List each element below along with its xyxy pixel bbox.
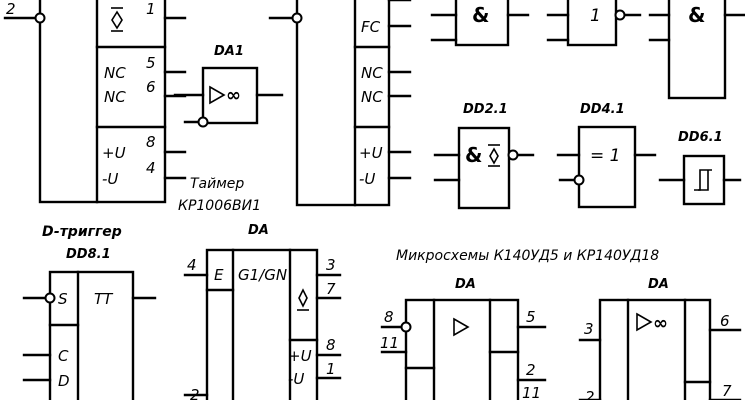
infinity-icon: ∞: [226, 85, 241, 106]
dd6-title: DD6.1: [678, 130, 723, 145]
da-middle-label-plus: +U: [288, 347, 312, 365]
timer-caption-line1: Таймер: [190, 176, 244, 192]
top-left-pin-8: 8: [146, 133, 156, 151]
top-left-pin-1: 1: [146, 0, 156, 18]
da-middle-label-g: G1/GN: [238, 266, 287, 284]
top-middle-label-fc: FC: [361, 18, 381, 36]
da-middle-label-minus: -U: [288, 370, 304, 388]
top-left-pin-2: 2: [6, 0, 16, 18]
dd6-gate: DD6.1: [658, 130, 742, 206]
da-right1-pin-11: 11: [380, 334, 399, 352]
top-left-pin-5: 5: [146, 54, 156, 72]
d-trigger-label-d: D: [58, 372, 70, 390]
top-middle-label-nc-1: NC: [361, 64, 383, 82]
gate-not: 1: [546, 0, 642, 47]
da-right1-triangle-icon: [453, 317, 470, 337]
top-left-label-nc-2: NC: [104, 88, 126, 106]
da1-title: DA1: [214, 44, 244, 59]
micro-caption: Микросхемы К140УД5 и КР140УД18: [396, 248, 659, 264]
da-right1-pin-5: 5: [526, 308, 536, 326]
da-middle-title: DA: [248, 223, 269, 238]
da-right2-triangle-icon: [636, 312, 653, 332]
top-left-chip: 2 1 5 6 8 4 NC NC +U -U: [3, 0, 187, 204]
top-left-pin-4: 4: [146, 159, 156, 177]
da-right2-pin-7: 7: [722, 382, 732, 400]
top-middle-chip: FC NC NC +U -U: [268, 0, 412, 207]
opamp-triangle-icon: [209, 85, 226, 105]
da-middle-pin-7: 7: [326, 280, 336, 298]
timer-caption-line2: КР1006ВИ1: [178, 198, 261, 214]
gate-and-1: &: [430, 0, 530, 47]
da1-opamp: DA1 ∞: [173, 44, 284, 128]
top-left-label-minus: -U: [102, 170, 118, 188]
da-middle-pin-3: 3: [326, 256, 336, 274]
da-middle-pin-2: 2: [190, 386, 200, 400]
dd4-symbol: = 1: [590, 146, 620, 166]
d-trigger-label-s: S: [58, 290, 68, 308]
da-middle-pin-8: 8: [326, 336, 336, 354]
top-middle-label-nc-2: NC: [361, 88, 383, 106]
da-right1-pin-2: 2: [526, 361, 536, 379]
da-middle-hysteresis-icon: [297, 288, 309, 311]
gate-and-2-symbol: &: [688, 3, 705, 27]
d-trigger-label-tt: TT: [94, 290, 114, 308]
top-middle-label-plus: +U: [359, 144, 383, 162]
da-right2-chip: DA ∞ 3 6 2 7: [578, 277, 742, 400]
dd4-gate: DD4.1 = 1: [556, 102, 657, 209]
gate-and-2: &: [648, 0, 745, 100]
d-trigger-label-c: C: [58, 347, 69, 365]
da-middle-label-e: E: [214, 266, 224, 284]
da-middle-pin-1: 1: [326, 360, 336, 378]
da-middle-pin-4: 4: [187, 256, 197, 274]
da-right1-title: DA: [455, 277, 476, 292]
d-trigger-caption: D-триггер: [42, 224, 122, 240]
da-right2-infinity-icon: ∞: [653, 313, 668, 334]
dd2-title: DD2.1: [463, 102, 508, 117]
top-left-label-plus: +U: [102, 144, 126, 162]
dd4-title: DD4.1: [580, 102, 625, 117]
top-left-hysteresis-icon: [111, 7, 123, 32]
top-middle-label-minus: -U: [359, 170, 375, 188]
dd2-gate: DD2.1 &: [433, 102, 535, 210]
dd2-symbol: &: [465, 143, 482, 167]
d-trigger: D-триггер DD8.1 S TT C D: [22, 224, 157, 400]
d-trigger-title: DD8.1: [66, 247, 111, 262]
da-middle-chip: DA E G1/GN +U -U 4 3 7 8 1 2: [183, 223, 342, 400]
da-right2-pin-2: 2: [585, 388, 595, 400]
dd2-hysteresis-icon: [488, 144, 500, 167]
top-left-pin-6: 6: [146, 78, 156, 96]
da-right1-chip: DA 8 11 5 2 11: [380, 277, 547, 400]
gate-not-symbol: 1: [590, 6, 601, 26]
da-right2-pin-6: 6: [720, 312, 730, 330]
da-right1-pin-8: 8: [384, 308, 394, 326]
top-left-label-nc-1: NC: [104, 64, 126, 82]
da-right2-pin-3: 3: [584, 320, 594, 338]
da-right1-pin-11b: 11: [522, 384, 541, 400]
da-right2-title: DA: [648, 277, 669, 292]
schmitt-trigger-icon: [694, 169, 712, 191]
gate-and-1-symbol: &: [472, 3, 489, 27]
